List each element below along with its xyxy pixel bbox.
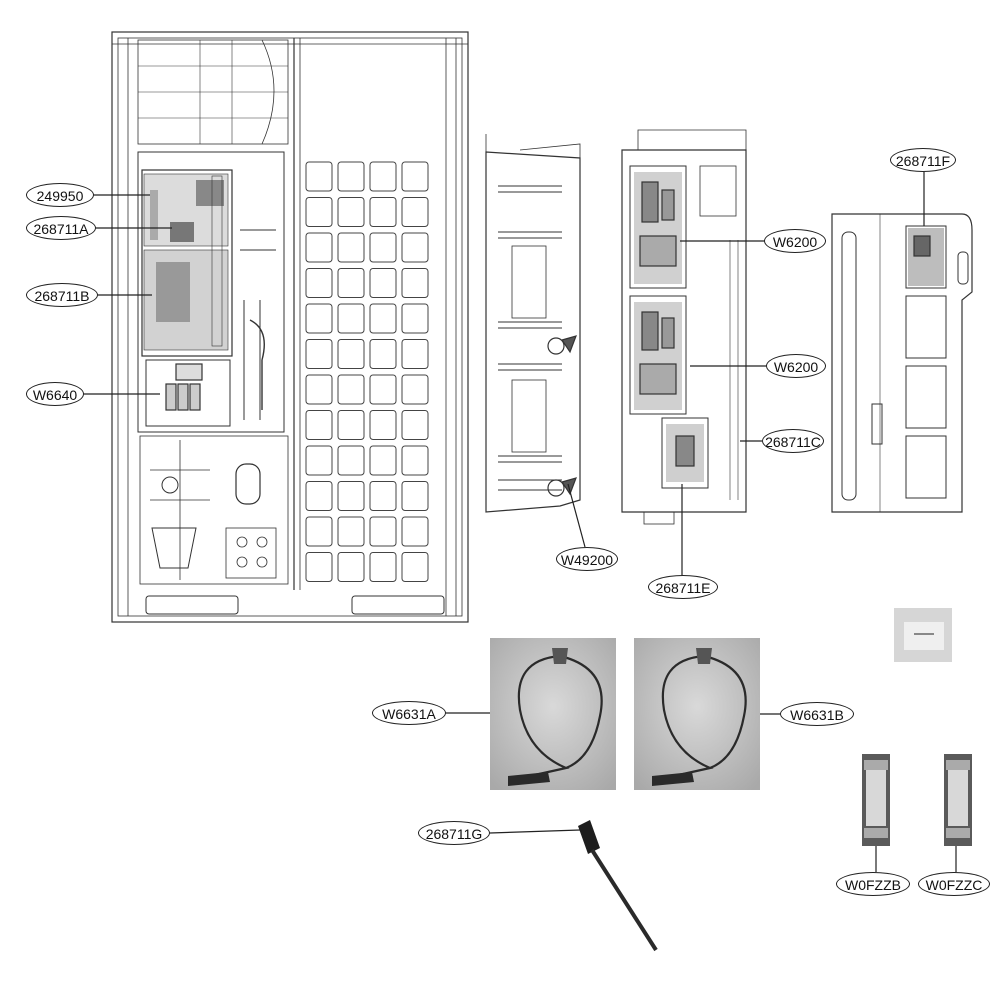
photo-W0FZZC — [944, 754, 972, 846]
callout-268711C: 268711C — [762, 429, 824, 453]
side-panel-drawing — [485, 134, 581, 513]
grille-tile — [401, 374, 429, 405]
grille-tile — [369, 410, 397, 440]
grille-tile — [401, 552, 429, 582]
grille-tile — [337, 268, 365, 298]
callout-W0FZZC: W0FZZC — [918, 872, 990, 896]
photo-bracket — [894, 608, 952, 662]
grille-tile — [337, 410, 365, 440]
callout-268711E: 268711E — [648, 575, 718, 599]
grille-tile — [369, 232, 397, 263]
grille-tile — [369, 481, 397, 511]
grille-tile — [401, 445, 429, 476]
callout-249950: 249950 — [26, 183, 94, 207]
callout-268711B: 268711B — [26, 283, 98, 307]
grille-tile — [305, 516, 333, 547]
grille-tile — [337, 552, 365, 582]
grille-tile — [369, 161, 397, 192]
grille-tile — [337, 197, 365, 227]
grille-tile — [369, 303, 397, 334]
grille-tile — [369, 552, 397, 582]
grille-tile — [369, 374, 397, 405]
grille-tile — [305, 552, 333, 582]
grille-tile — [337, 303, 365, 334]
grille-tile — [305, 374, 333, 405]
photo-W0FZZB — [862, 754, 890, 846]
grille-tile — [305, 197, 333, 227]
grille-tile — [337, 481, 365, 511]
callout-W6200-top: W6200 — [764, 229, 826, 253]
grille-tile — [305, 410, 333, 440]
callout-W6640: W6640 — [26, 382, 84, 406]
photo-W6631B — [634, 638, 760, 790]
grille-tile — [369, 516, 397, 547]
callout-W6631B: W6631B — [780, 702, 854, 726]
grille-tile — [401, 303, 429, 334]
grille-tile — [305, 161, 333, 192]
callout-W6631A: W6631A — [372, 701, 446, 725]
grille-tile — [305, 303, 333, 334]
heat-exchanger-grille — [305, 161, 429, 582]
grille-tile — [305, 481, 333, 511]
grille-tile — [305, 268, 333, 298]
grille-tile — [369, 268, 397, 298]
grille-tile — [401, 232, 429, 263]
grille-tile — [401, 161, 429, 192]
grille-tile — [337, 445, 365, 476]
grille-tile — [337, 516, 365, 547]
grille-tile — [337, 232, 365, 263]
callout-W0FZZB: W0FZZB — [836, 872, 910, 896]
callout-W49200: W49200 — [556, 547, 618, 571]
callout-268711F: 268711F — [890, 148, 956, 172]
grille-tile — [305, 339, 333, 369]
callout-268711G: 268711G — [418, 821, 490, 845]
grille-tile — [401, 516, 429, 547]
grille-tile — [369, 339, 397, 369]
grille-tile — [337, 374, 365, 405]
grille-tile — [369, 197, 397, 227]
grille-tile — [305, 232, 333, 263]
grille-tile — [401, 197, 429, 227]
photo-W6631A — [490, 638, 616, 790]
leader-lines — [84, 172, 957, 872]
grille-tile — [401, 481, 429, 511]
grille-tile — [401, 339, 429, 369]
photo-268711G — [578, 820, 658, 952]
callout-W6200-bottom: W6200 — [766, 354, 826, 378]
grille-tile — [369, 445, 397, 476]
grille-tile — [337, 161, 365, 192]
outdoor-unit-drawing — [111, 31, 469, 623]
grille-tile — [401, 410, 429, 440]
service-panel-drawing — [831, 213, 973, 513]
grille-tile — [337, 339, 365, 369]
grille-tile — [305, 445, 333, 476]
callout-268711A: 268711A — [26, 216, 96, 240]
grille-tile — [401, 268, 429, 298]
control-panel-drawing — [621, 129, 747, 525]
